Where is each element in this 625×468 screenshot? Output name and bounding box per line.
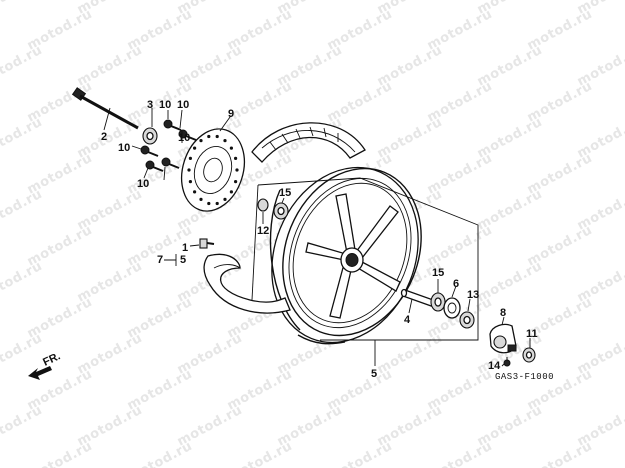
watermark-text: motod.ru <box>0 0 45 18</box>
front-direction-label: FR. <box>41 350 62 368</box>
callout-2: 2 <box>101 131 107 143</box>
disc-hole <box>199 197 203 201</box>
disc-hole <box>193 190 197 194</box>
collar-11 <box>522 347 536 363</box>
callout-10-b: 10 <box>177 99 189 111</box>
screw-1 <box>199 238 215 249</box>
disc-hole <box>229 190 233 194</box>
callout-4: 4 <box>404 314 411 326</box>
callout-14: 14 <box>488 360 501 372</box>
front-axle <box>71 87 139 130</box>
wheel-rim <box>269 166 422 345</box>
watermark-text: motod.ru <box>0 403 45 450</box>
leader-lines <box>103 107 531 367</box>
disc-hole <box>223 197 227 201</box>
oil-seal <box>443 297 461 319</box>
disc-hole <box>193 146 197 150</box>
callout-12: 12 <box>257 225 269 237</box>
disc-hole <box>234 180 238 184</box>
watermark-text: motod.ru <box>0 187 45 234</box>
callout-5-rim: 5 <box>371 368 377 380</box>
callout-10-c: 10 <box>118 142 130 154</box>
callout-8: 8 <box>500 307 506 319</box>
brake-disc <box>181 128 245 212</box>
watermark-text: motod.ru <box>125 439 195 468</box>
callout-10-e: 10 <box>137 178 149 190</box>
side-collar <box>142 127 158 145</box>
side-collar-right <box>459 311 475 329</box>
tire-segment <box>251 122 366 163</box>
callout-6: 6 <box>453 278 459 290</box>
disc-hole <box>187 168 191 172</box>
watermark-text: motod.ru <box>0 259 45 306</box>
diagram-code: GAS3-F1000 <box>495 372 554 382</box>
disc-bolts <box>140 119 197 172</box>
rim-guard <box>203 253 291 314</box>
watermark-text: motod.ru <box>425 439 495 468</box>
watermark-text: motod.ru <box>325 439 395 468</box>
watermark-text: motod.ru <box>525 439 595 468</box>
callout-15-left: 15 <box>279 187 291 199</box>
callout-1: 1 <box>182 242 188 254</box>
speedometer-gearbox <box>489 323 517 354</box>
callout-15-right: 15 <box>432 267 444 279</box>
watermark-text: motod.ru <box>225 439 295 468</box>
arrow-down-left-icon <box>28 366 52 380</box>
watermark-text: motod.ru <box>0 331 45 378</box>
watermark-text: motod.ru <box>25 439 95 468</box>
disc-hole <box>229 146 233 150</box>
disc-hole <box>223 139 227 143</box>
callout-7: 7 <box>157 254 163 266</box>
callout-13: 13 <box>467 289 479 301</box>
disc-hole <box>188 180 192 184</box>
right-bearing <box>430 292 446 312</box>
right-spacer <box>400 288 437 308</box>
watermark-text: motod.ru <box>0 43 45 90</box>
left-bearing <box>257 198 289 220</box>
assembly-bracket <box>251 177 479 341</box>
disc-hole <box>207 134 211 139</box>
screw-14 <box>503 357 511 367</box>
callout-3: 3 <box>147 99 153 111</box>
disc-hole <box>234 156 238 160</box>
callout-10-a: 10 <box>159 99 171 111</box>
callout-9: 9 <box>228 108 234 120</box>
disc-hole <box>215 201 219 206</box>
disc-hole <box>235 168 239 172</box>
callout-labels: 1 2 3 4 5 5 6 7 8 9 10 10 10 10 10 11 12… <box>101 99 538 380</box>
disc-hole <box>207 201 211 206</box>
disc-hole <box>215 134 219 139</box>
disc-hole <box>188 156 192 160</box>
brake-disc-holes <box>187 134 239 206</box>
watermark-text: motod.ru <box>0 115 45 162</box>
callout-11: 11 <box>526 328 538 340</box>
front-direction-indicator: FR. <box>28 350 62 380</box>
disc-hole <box>199 139 203 143</box>
callout-10-d: 10 <box>178 132 190 144</box>
callout-5-guard: 5 <box>180 254 186 266</box>
